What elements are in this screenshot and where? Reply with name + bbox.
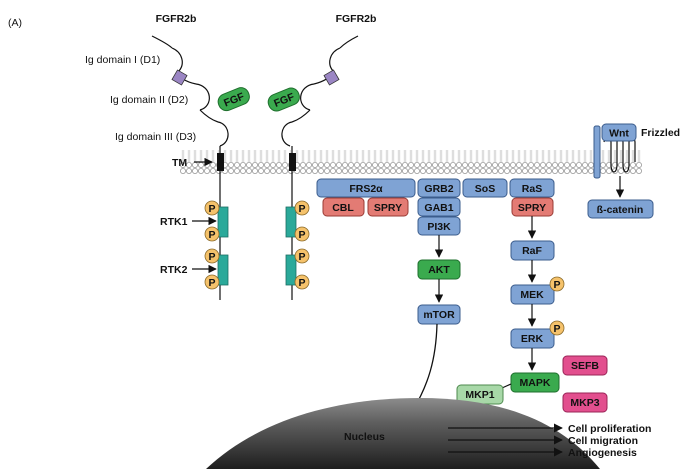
nucleus: [206, 398, 600, 469]
box-wnt: Wnt: [601, 123, 637, 142]
phospho-group-left: P P P P: [204, 200, 220, 290]
fgf-ligand-left: FGF: [217, 87, 250, 112]
box-sefb: SEFB: [562, 355, 608, 376]
raf-label: RaF: [522, 245, 542, 257]
box-mkp1: MKP1: [456, 384, 504, 405]
box-sos: SoS: [462, 178, 508, 198]
wnt-label: Wnt: [609, 128, 629, 140]
rtk2-label: RTK2: [160, 264, 188, 276]
phospho-label: P: [208, 251, 215, 263]
mapk-label: MAPK: [520, 377, 551, 389]
phospho-label: P: [298, 229, 305, 241]
beta-catenin-label: ß-catenin: [597, 204, 644, 216]
akt-label: AKT: [428, 264, 450, 276]
domain-label-d3: Ig domain III (D3): [115, 131, 196, 143]
phospho-label: P: [208, 229, 215, 241]
arrow-mtor-nucleus: [412, 323, 438, 411]
rtk2-kinase-left: [217, 254, 229, 286]
box-cbl: CBL: [322, 197, 365, 217]
gab1-label: GAB1: [424, 202, 453, 214]
spry-1-label: SPRY: [374, 202, 402, 214]
linker-left: [171, 69, 188, 86]
phospho-label: P: [298, 251, 305, 263]
box-erk: ERK P: [510, 320, 565, 349]
cbl-label: CBL: [332, 202, 354, 214]
outcome-migration: Cell migration: [568, 435, 638, 447]
mek-phospho-label: P: [553, 279, 560, 291]
spry-2-label: SPRY: [518, 202, 546, 214]
box-mek: MEK P: [510, 276, 565, 305]
tm-segment-left: [217, 153, 224, 171]
rtk1-label: RTK1: [160, 216, 188, 228]
sefb-label: SEFB: [571, 360, 599, 372]
tm-label: TM: [172, 157, 187, 169]
erk-label: ERK: [521, 333, 544, 345]
box-beta-catenin: ß-catenin: [587, 199, 654, 219]
receptor-left-title: FGFR2b: [156, 13, 197, 25]
linker-right: [323, 69, 340, 86]
cell-membrane: [180, 150, 642, 174]
grb2-label: GRB2: [424, 183, 453, 195]
box-pi3k: PI3K: [417, 216, 461, 236]
rtk1-kinase-right: [285, 206, 297, 238]
box-grb2: GRB2: [417, 178, 461, 198]
connector-mapk-mkp1: [501, 383, 512, 389]
phospho-label: P: [208, 203, 215, 215]
erk-phospho-label: P: [553, 323, 560, 335]
box-mkp3: MKP3: [562, 392, 608, 413]
box-akt: AKT: [417, 259, 461, 280]
box-spry-1: SPRY: [367, 197, 409, 217]
fgf-ligand-right: FGF: [267, 87, 300, 112]
frizzled-label: Frizzled: [641, 127, 680, 139]
box-spry-2: SPRY: [511, 197, 554, 217]
mek-label: MEK: [520, 289, 544, 301]
nucleus-label: Nucleus: [344, 431, 385, 443]
frs2a-label: FRS2α: [349, 183, 383, 195]
receptor-right-title: FGFR2b: [336, 13, 377, 25]
outcome-proliferation: Cell proliferation: [568, 423, 651, 435]
rtk1-kinase-left: [217, 206, 229, 238]
panel-label: (A): [8, 17, 22, 29]
box-ras: RaS: [509, 178, 555, 198]
box-mapk: MAPK: [510, 372, 560, 393]
phospho-group-right: P P P P: [294, 200, 310, 290]
outcome-angiogenesis: Angiogenesis: [568, 447, 637, 459]
pi3k-label: PI3K: [427, 221, 451, 233]
sos-label: SoS: [475, 183, 495, 195]
domain-label-d2: Ig domain II (D2): [110, 94, 188, 106]
box-mtor: mTOR: [417, 304, 461, 325]
domain-label-d1: Ig domain I (D1): [85, 54, 160, 66]
mtor-label: mTOR: [423, 309, 455, 321]
box-raf: RaF: [510, 240, 555, 261]
phospho-label: P: [208, 277, 215, 289]
ras-label: RaS: [522, 183, 542, 195]
rtk2-kinase-right: [285, 254, 297, 286]
phospho-label: P: [298, 277, 305, 289]
box-gab1: GAB1: [417, 197, 461, 217]
mkp3-label: MKP3: [570, 397, 599, 409]
box-frs2a: FRS2α: [316, 178, 416, 198]
mkp1-label: MKP1: [465, 389, 494, 401]
tm-segment-right: [289, 153, 296, 171]
phospho-label: P: [298, 203, 305, 215]
